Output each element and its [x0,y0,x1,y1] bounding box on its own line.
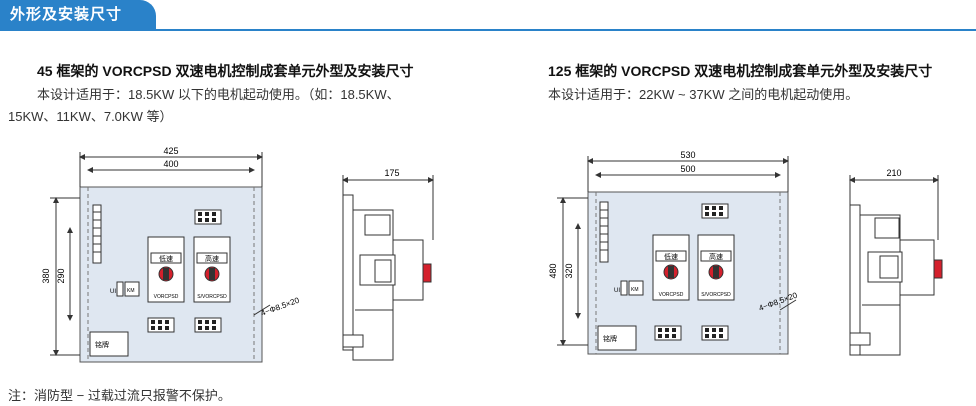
right-ui-label: UI [614,288,620,294]
left-side-view [342,194,432,361]
left-low-speed-label: 低速 [159,254,173,263]
left-side-depth: 175 [384,168,399,178]
left-inner-width: 400 [163,159,178,169]
right-low-speed-label: 低速 [664,252,678,261]
footnote: 注：消防型 − 过载过流只报警不保护。 [8,388,231,403]
right-outer-height: 480 [548,263,558,278]
left-model-b: S/VORCPSD [197,294,227,300]
right-nameplate-label: 铭牌 [603,334,617,343]
left-km-label: KM [127,288,135,294]
right-description-line1: 本设计适用于：22KW ~ 37KW 之间的电机起动使用。 [548,87,859,102]
right-high-speed-label: 高速 [709,252,723,261]
left-section-title: 45 框架的 VORCPSD 双速电机控制成套单元外型及安装尺寸 [37,63,414,79]
left-description-line1: 本设计适用于：18.5KW 以下的电机起动使用。（如：18.5KW、 [37,87,400,102]
right-section-title: 125 框架的 VORCPSD 双速电机控制成套单元外型及安装尺寸 [548,63,933,79]
left-dimension-drawing: 425 400 380 290 低速 VORCPSD 高速 S/VORCPSD … [41,146,434,363]
section-header-tab: 外形及安装尺寸 [0,0,156,30]
right-inner-height: 320 [564,263,574,278]
left-model-a: VORCPSD [154,294,179,300]
left-mounting-holes: 4−Φ8.5×20 [260,295,301,317]
right-model-b: S/VORCPSD [701,292,731,298]
left-outer-width: 425 [163,146,178,156]
left-ui-label: UI [110,289,116,295]
right-dimension-drawing: 530 500 480 320 低速 VORCPSD 高速 S/VORCPSD … [548,150,943,356]
right-side-depth: 210 [886,168,901,178]
left-nameplate-label: 铭牌 [95,340,109,349]
right-inner-width: 500 [680,164,695,174]
right-outer-width: 530 [680,150,695,160]
left-high-speed-label: 高速 [205,254,219,263]
right-model-a: VORCPSD [659,292,684,298]
left-description-line2: 15KW、11KW、7.0KW 等） [8,109,173,124]
left-outer-height: 380 [41,268,51,283]
right-km-label: KM [631,287,639,293]
left-inner-height: 290 [56,268,66,283]
header-divider [0,29,976,31]
right-side-view [849,204,943,356]
